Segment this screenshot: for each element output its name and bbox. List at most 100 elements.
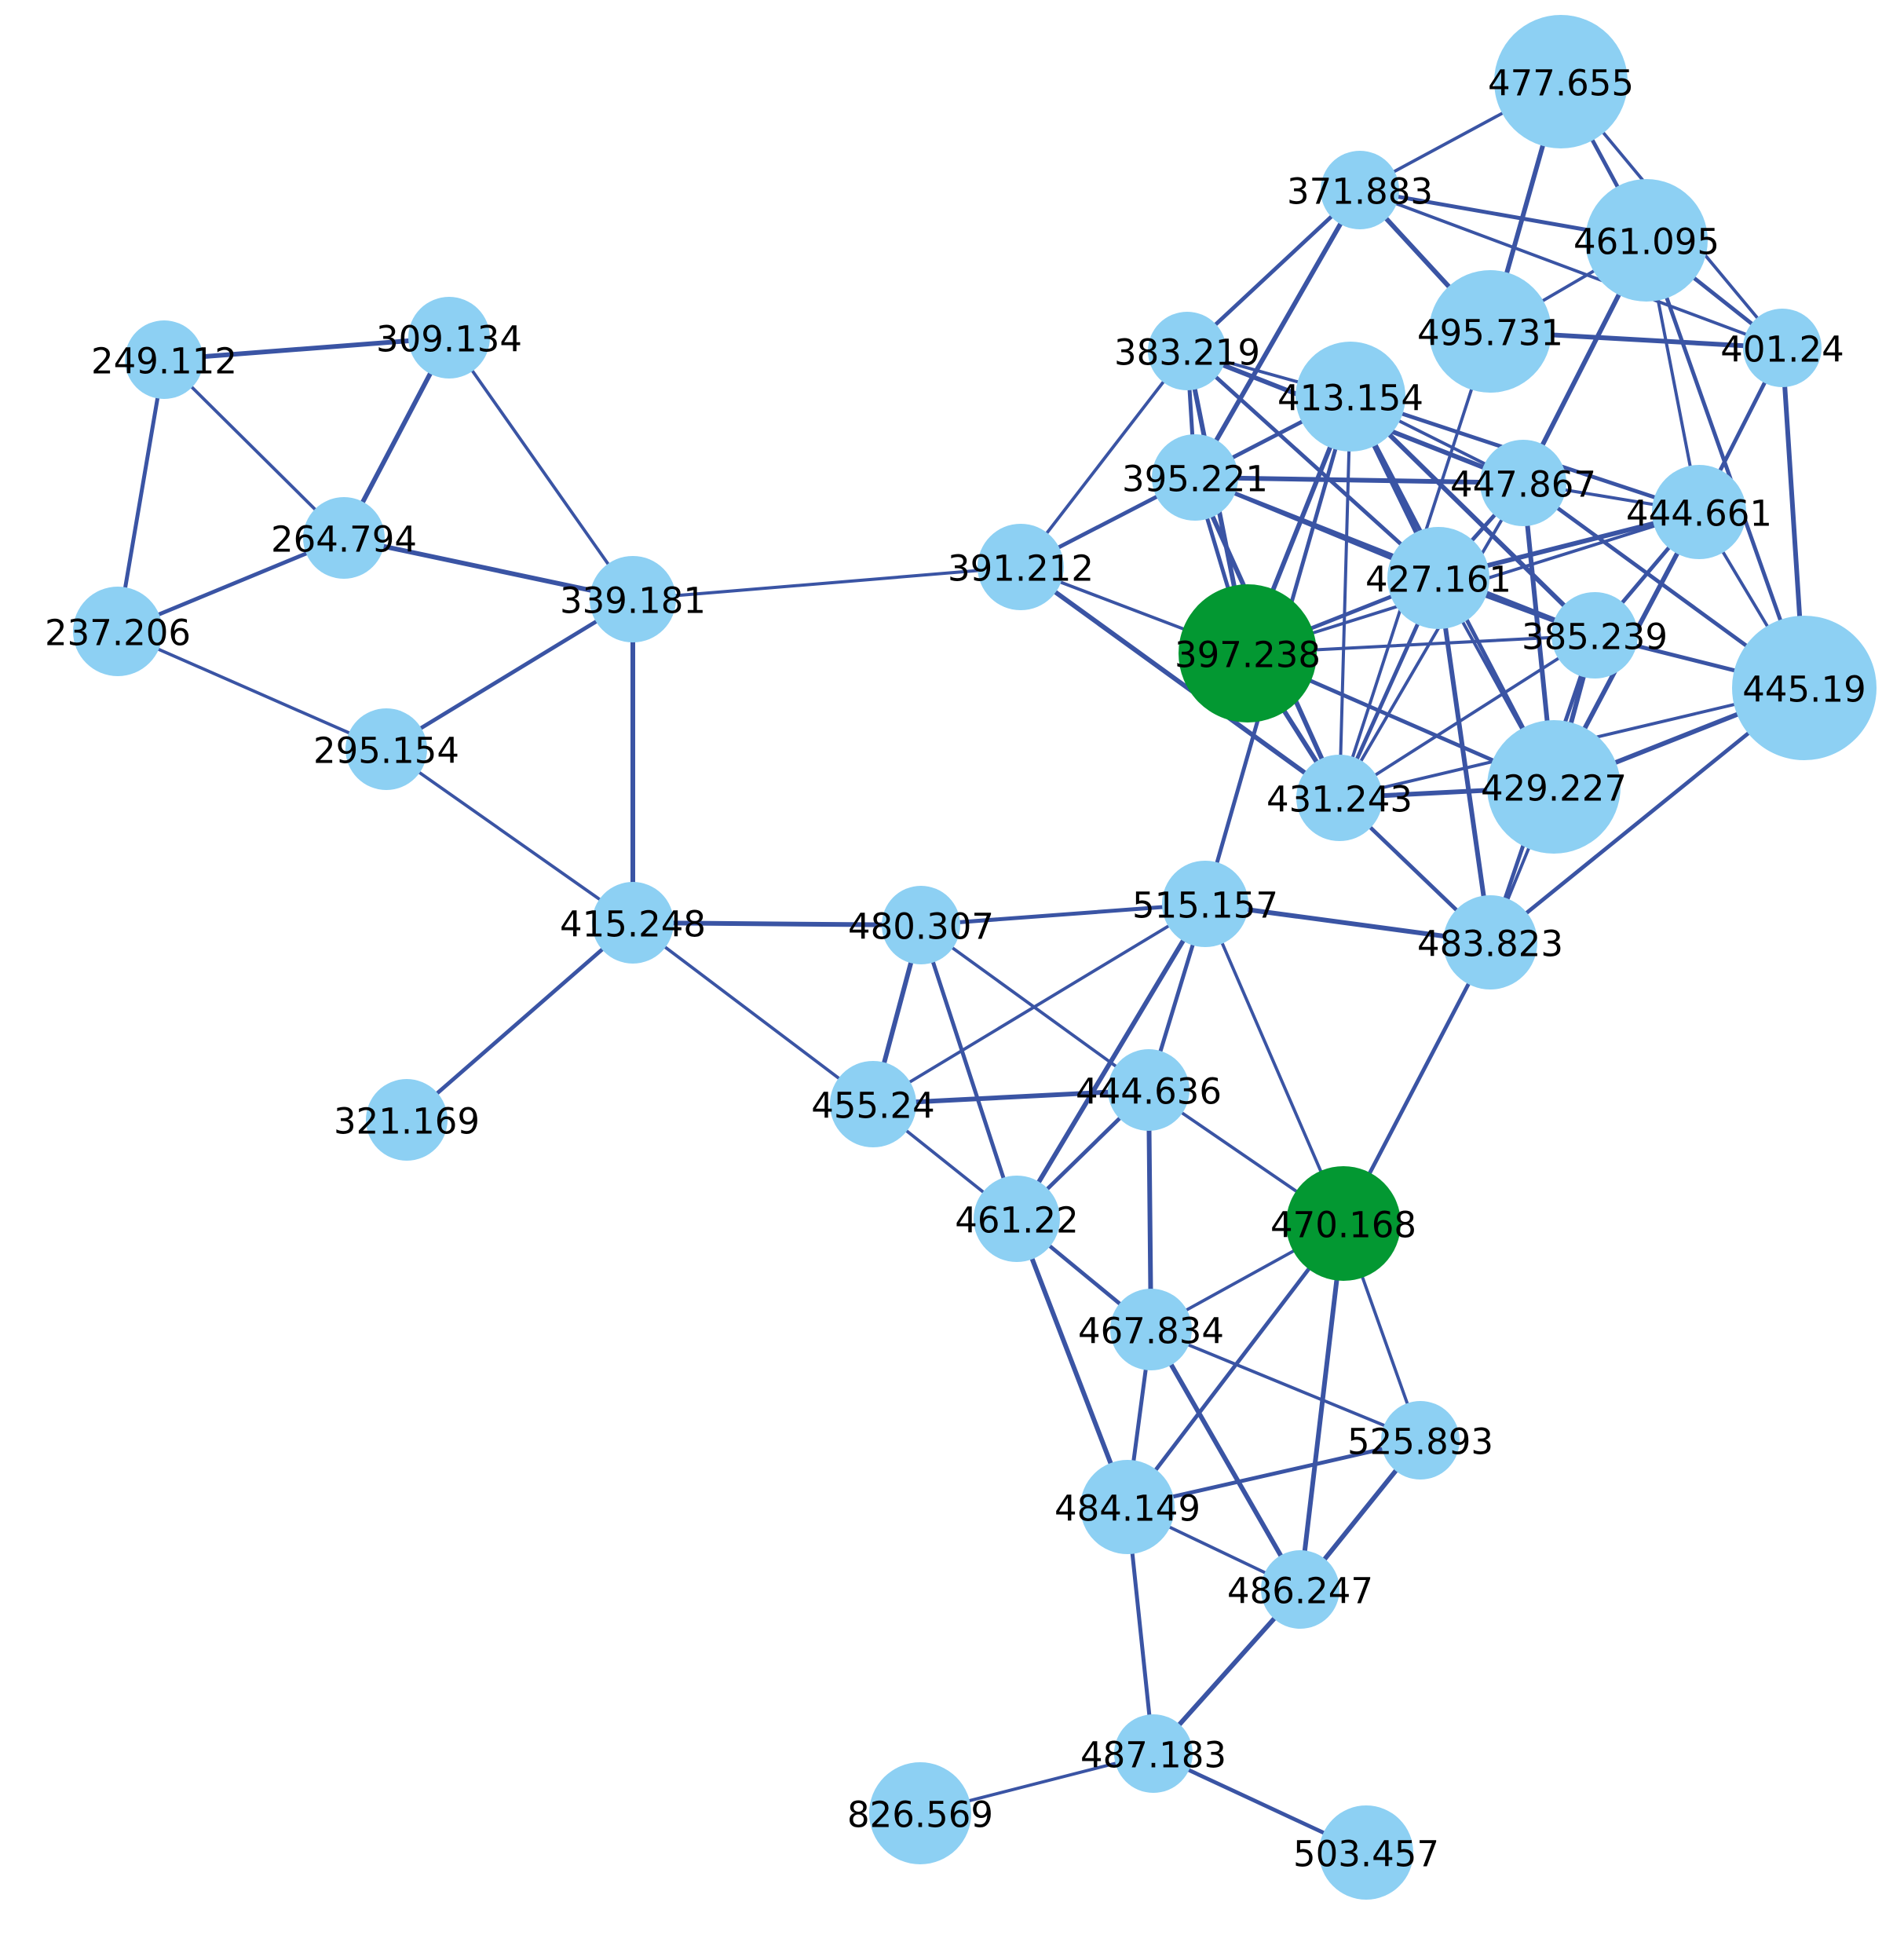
edge-n395221-n447867 bbox=[1193, 475, 1526, 485]
edge-n371883-n383219 bbox=[1185, 188, 1362, 353]
node-layer: 477.655 371.883 461.095 495.731 401.24 383.21… bbox=[45, 15, 1877, 1900]
node-circle bbox=[1743, 309, 1822, 387]
graph-node: 429.227 bbox=[1481, 720, 1627, 854]
edge-n249112-n264794 bbox=[163, 358, 345, 540]
graph-node: 495.731 bbox=[1417, 270, 1563, 393]
graph-node: 383.219 bbox=[1114, 312, 1260, 390]
node-circle bbox=[1110, 1289, 1192, 1370]
edge-n455240-n444636 bbox=[871, 1088, 1151, 1106]
graph-node: 486.247 bbox=[1227, 1550, 1373, 1629]
node-circle bbox=[1494, 15, 1628, 148]
node-circle bbox=[1387, 527, 1489, 629]
edge-n467834-n486247 bbox=[1149, 1327, 1303, 1592]
node-label: 385.239 bbox=[1522, 616, 1668, 658]
node-circle bbox=[1732, 616, 1877, 760]
graph-node: 455.24 bbox=[811, 1061, 935, 1147]
graph-node: 525.893 bbox=[1347, 1401, 1493, 1480]
node-label: 413.154 bbox=[1277, 378, 1423, 419]
node-circle bbox=[125, 320, 203, 399]
edge-n371883-n401240 bbox=[1358, 188, 1784, 349]
edge-n237206-n295154 bbox=[116, 630, 388, 751]
node-circle bbox=[1429, 270, 1551, 393]
edge-n415248-n321169 bbox=[404, 920, 635, 1122]
graph-node: 431.243 bbox=[1266, 755, 1412, 841]
edge-n413154-n385239 bbox=[1348, 394, 1597, 638]
graph-node: 483.823 bbox=[1417, 895, 1563, 989]
edge-n249112-n309134 bbox=[162, 335, 451, 362]
node-label: 461.22 bbox=[955, 1200, 1078, 1242]
graph-node: 309.134 bbox=[376, 297, 522, 379]
graph-node: 444.636 bbox=[1076, 1049, 1222, 1131]
node-label: 427.161 bbox=[1365, 559, 1511, 601]
graph-node: 484.149 bbox=[1054, 1460, 1201, 1554]
node-circle bbox=[1381, 1401, 1460, 1480]
node-circle bbox=[1585, 179, 1708, 302]
node-circle bbox=[592, 882, 674, 964]
node-label: 461.095 bbox=[1573, 221, 1719, 263]
node-label: 826.569 bbox=[847, 1794, 993, 1836]
graph-node: 826.569 bbox=[847, 1762, 993, 1864]
node-label: 249.112 bbox=[91, 341, 237, 382]
graph-node: 397.238 bbox=[1175, 584, 1321, 722]
node-label: 415.248 bbox=[560, 904, 706, 946]
node-circle bbox=[1152, 434, 1238, 521]
node-label: 339.181 bbox=[560, 580, 706, 622]
graph-node: 321.169 bbox=[334, 1079, 480, 1161]
node-label: 371.883 bbox=[1287, 171, 1433, 213]
edge-n480307-n515157 bbox=[919, 902, 1208, 927]
graph-node: 339.181 bbox=[560, 556, 706, 642]
edge-n295154-n415248 bbox=[385, 748, 634, 924]
graph-node: 444.661 bbox=[1626, 465, 1772, 559]
node-circle bbox=[366, 1079, 448, 1161]
graph-node: 401.24 bbox=[1720, 309, 1844, 387]
node-label: 444.636 bbox=[1076, 1071, 1222, 1113]
edge-n339181-n295154 bbox=[384, 597, 635, 752]
graph-node: 515.157 bbox=[1132, 861, 1278, 947]
node-circle bbox=[1261, 1550, 1339, 1629]
node-label: 321.169 bbox=[334, 1101, 480, 1143]
graph-node: 395.221 bbox=[1122, 434, 1268, 521]
graph-node: 470.168 bbox=[1270, 1166, 1416, 1281]
node-label: 429.227 bbox=[1481, 768, 1627, 810]
edge-n470168-n486247 bbox=[1298, 1221, 1346, 1592]
edge-n461220-n484149 bbox=[1014, 1216, 1130, 1509]
node-circle-highlighted bbox=[1179, 584, 1317, 722]
graph-node: 477.655 bbox=[1488, 15, 1634, 148]
graph-node: 461.095 bbox=[1573, 179, 1719, 302]
node-circle bbox=[1652, 465, 1746, 559]
node-circle bbox=[303, 497, 385, 579]
edge-n371883-n395221 bbox=[1193, 188, 1362, 480]
node-label: 503.457 bbox=[1293, 1834, 1439, 1875]
graph-node: 264.794 bbox=[271, 497, 417, 579]
edge-n515157-n483823 bbox=[1203, 902, 1493, 945]
graph-node: 503.457 bbox=[1293, 1805, 1439, 1900]
graph-node: 237.206 bbox=[45, 587, 191, 676]
edge-n383219-n427161 bbox=[1185, 349, 1441, 580]
node-label: 401.24 bbox=[1720, 329, 1844, 371]
edge-n383219-n391212 bbox=[1019, 349, 1189, 569]
node-circle bbox=[1480, 440, 1566, 526]
node-circle bbox=[1551, 592, 1638, 679]
graph-node: 447.867 bbox=[1450, 440, 1596, 526]
node-label: 477.655 bbox=[1488, 63, 1634, 104]
edge-n467834-n525893 bbox=[1149, 1328, 1422, 1442]
node-label: 495.731 bbox=[1417, 313, 1563, 354]
edge-n427161-n483823 bbox=[1436, 576, 1493, 945]
edge-n515157-n470168 bbox=[1204, 902, 1345, 1225]
node-circle-highlighted bbox=[1286, 1166, 1401, 1281]
graph-node: 445.19 bbox=[1732, 616, 1877, 760]
node-label: 309.134 bbox=[376, 319, 522, 360]
edge-n515157-n461220 bbox=[1014, 902, 1208, 1221]
node-label: 515.157 bbox=[1132, 885, 1278, 927]
node-label: 395.221 bbox=[1122, 459, 1268, 500]
node-circle bbox=[1114, 1714, 1193, 1793]
node-circle bbox=[1162, 861, 1248, 947]
edge-n264794-n339181 bbox=[342, 536, 635, 602]
node-label: 383.219 bbox=[1114, 332, 1260, 374]
edge-n431243-n391212 bbox=[1018, 565, 1342, 800]
node-label: 484.149 bbox=[1054, 1488, 1201, 1530]
node-label: 295.154 bbox=[313, 730, 459, 772]
node-circle bbox=[1080, 1460, 1175, 1554]
edge-n447867-n431243 bbox=[1338, 481, 1525, 799]
node-label: 467.834 bbox=[1078, 1311, 1224, 1352]
